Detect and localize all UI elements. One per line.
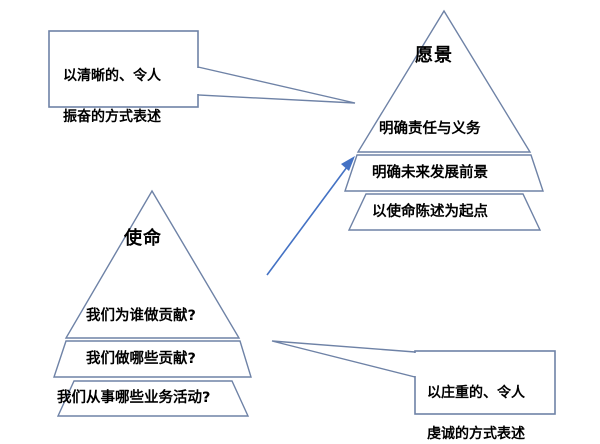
- mission-to-vision-arrow: [266, 156, 355, 276]
- mission-callout-line-1: 以庄重的、令人: [427, 385, 525, 402]
- vision-tier-1-label: 明确责任与义务: [379, 121, 481, 137]
- mission-tier-3-shape: [56, 380, 250, 417]
- mission-pyramid-title: 使命: [124, 228, 162, 249]
- vision-callout-line-2: 振奋的方式表述: [63, 108, 161, 125]
- mission-tier-2-shape: [53, 340, 252, 378]
- mission-callout-box[interactable]: [414, 350, 556, 415]
- vision-tier-1-shape: [356, 9, 532, 153]
- mission-callout-text: 以庄重的、令人 虔诚的方式表述: [427, 363, 552, 444]
- vision-pyramid-shapes: [344, 9, 544, 231]
- vision-callout-box[interactable]: [48, 30, 199, 108]
- vision-tier-3-label: 以使命陈述为起点: [372, 204, 488, 220]
- arrow-shaft: [266, 162, 351, 276]
- vision-callout-line-1: 以清晰的、令人: [63, 68, 161, 85]
- mission-tier-3-label: 我们从事哪些业务活动?: [57, 390, 211, 406]
- mission-tier-1-shape: [64, 189, 241, 339]
- vision-callout-text: 以清晰的、令人 振奋的方式表述: [63, 46, 193, 127]
- vision-callout-shape[interactable]: [48, 30, 356, 108]
- mission-tier-1-label: 我们为谁做贡献?: [86, 308, 196, 324]
- arrow-head-icon: [341, 156, 355, 171]
- vision-tier-2-label: 明确未来发展前景: [372, 165, 488, 181]
- mission-callout-tail: [271, 340, 416, 378]
- mission-callout-shape[interactable]: [271, 340, 556, 415]
- vision-callout-tail: [197, 66, 356, 104]
- mission-pyramid-shapes: [53, 189, 252, 417]
- vision-tier-3-shape: [347, 193, 542, 231]
- vision-tier-2-shape: [344, 154, 544, 192]
- mission-tier-2-label: 我们做哪些贡献?: [86, 351, 196, 367]
- vision-pyramid-title: 愿景: [415, 45, 453, 66]
- mission-callout-line-2: 虔诚的方式表述: [427, 425, 525, 442]
